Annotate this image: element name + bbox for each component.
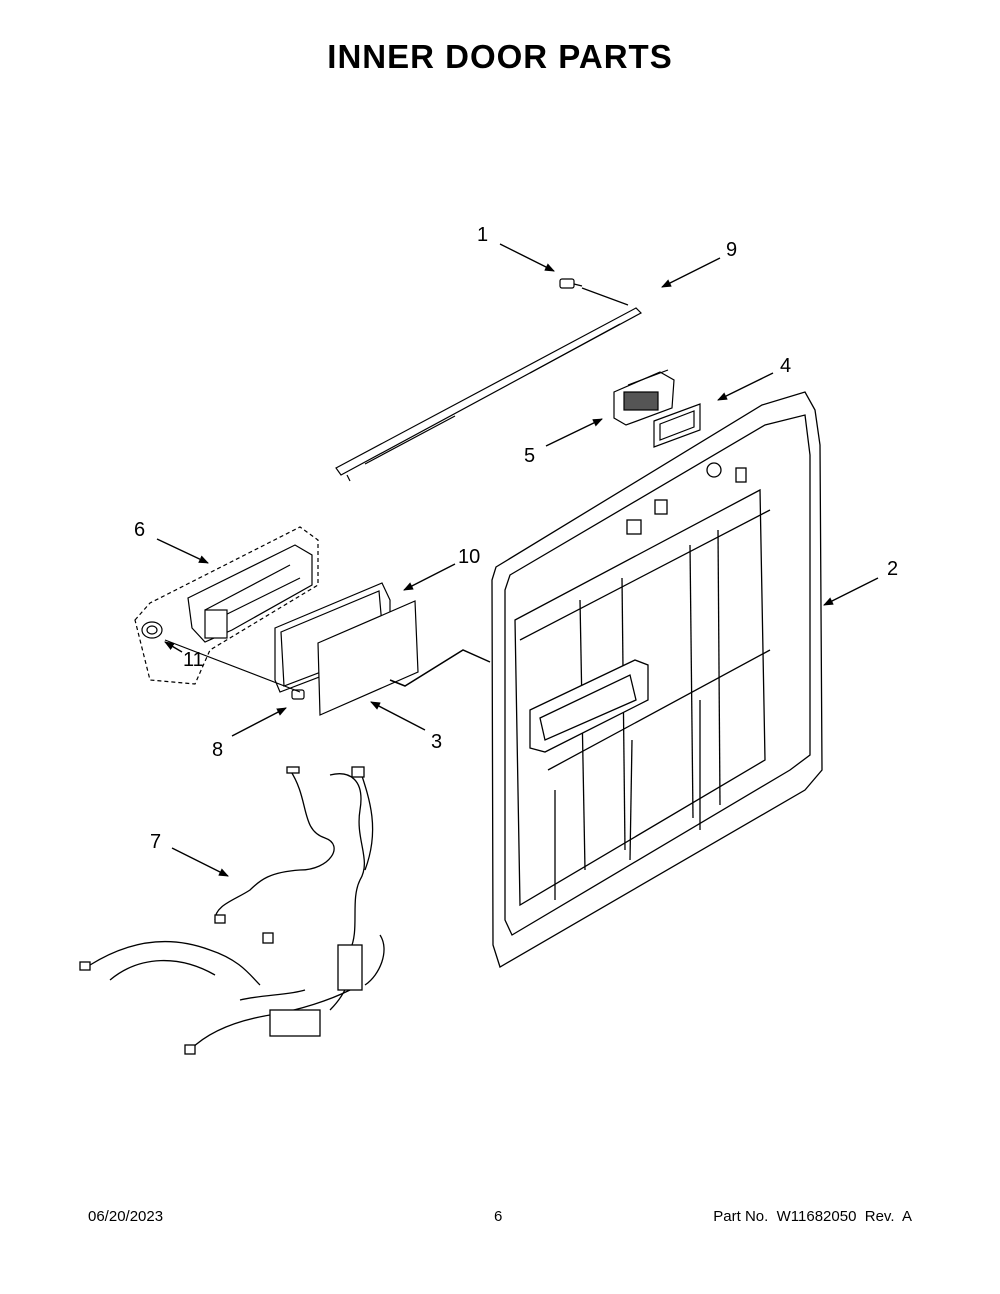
door-trim-strip xyxy=(335,307,642,482)
callout-1: 1 xyxy=(477,224,488,246)
footer-part-number: Part No. W11682050 Rev. A xyxy=(713,1208,912,1225)
arrow-11 xyxy=(164,641,183,653)
arrow-3 xyxy=(370,701,426,731)
control-console xyxy=(134,526,319,685)
arrow-9 xyxy=(661,257,721,288)
callout-9: 9 xyxy=(726,239,737,261)
arrow-5 xyxy=(545,418,603,447)
footer-page-number: 6 xyxy=(494,1208,503,1225)
callout-2: 2 xyxy=(887,558,898,580)
assembly-leader-line xyxy=(389,649,491,687)
arrow-2 xyxy=(823,577,879,606)
board-screw xyxy=(164,639,305,700)
board-shield xyxy=(317,600,419,716)
arrow-1 xyxy=(499,243,555,272)
callout-arrows xyxy=(156,243,879,877)
arrow-6 xyxy=(156,538,209,564)
page-title: INNER DOOR PARTS xyxy=(327,38,673,75)
callout-3: 3 xyxy=(431,731,442,753)
arrow-4 xyxy=(717,372,774,401)
vent-assembly xyxy=(613,369,675,426)
footer-date: 06/20/2023 xyxy=(88,1208,164,1225)
callout-4: 4 xyxy=(780,355,791,377)
wire-harness xyxy=(79,766,385,1055)
arrow-7 xyxy=(171,847,229,877)
callout-5: 5 xyxy=(524,445,535,467)
callout-numbers: 1 2 3 4 5 6 7 8 9 10 11 xyxy=(134,224,898,853)
callout-10: 10 xyxy=(458,546,480,568)
arrow-10 xyxy=(403,563,456,591)
arrow-8 xyxy=(231,707,287,737)
callout-11: 11 xyxy=(183,649,204,671)
trim-screw xyxy=(559,278,629,306)
inner-door-panel xyxy=(491,391,823,968)
callout-7: 7 xyxy=(150,831,161,853)
callout-8: 8 xyxy=(212,739,223,761)
console-knob xyxy=(141,621,163,639)
vent-gasket xyxy=(653,403,701,448)
callout-6: 6 xyxy=(134,519,145,541)
